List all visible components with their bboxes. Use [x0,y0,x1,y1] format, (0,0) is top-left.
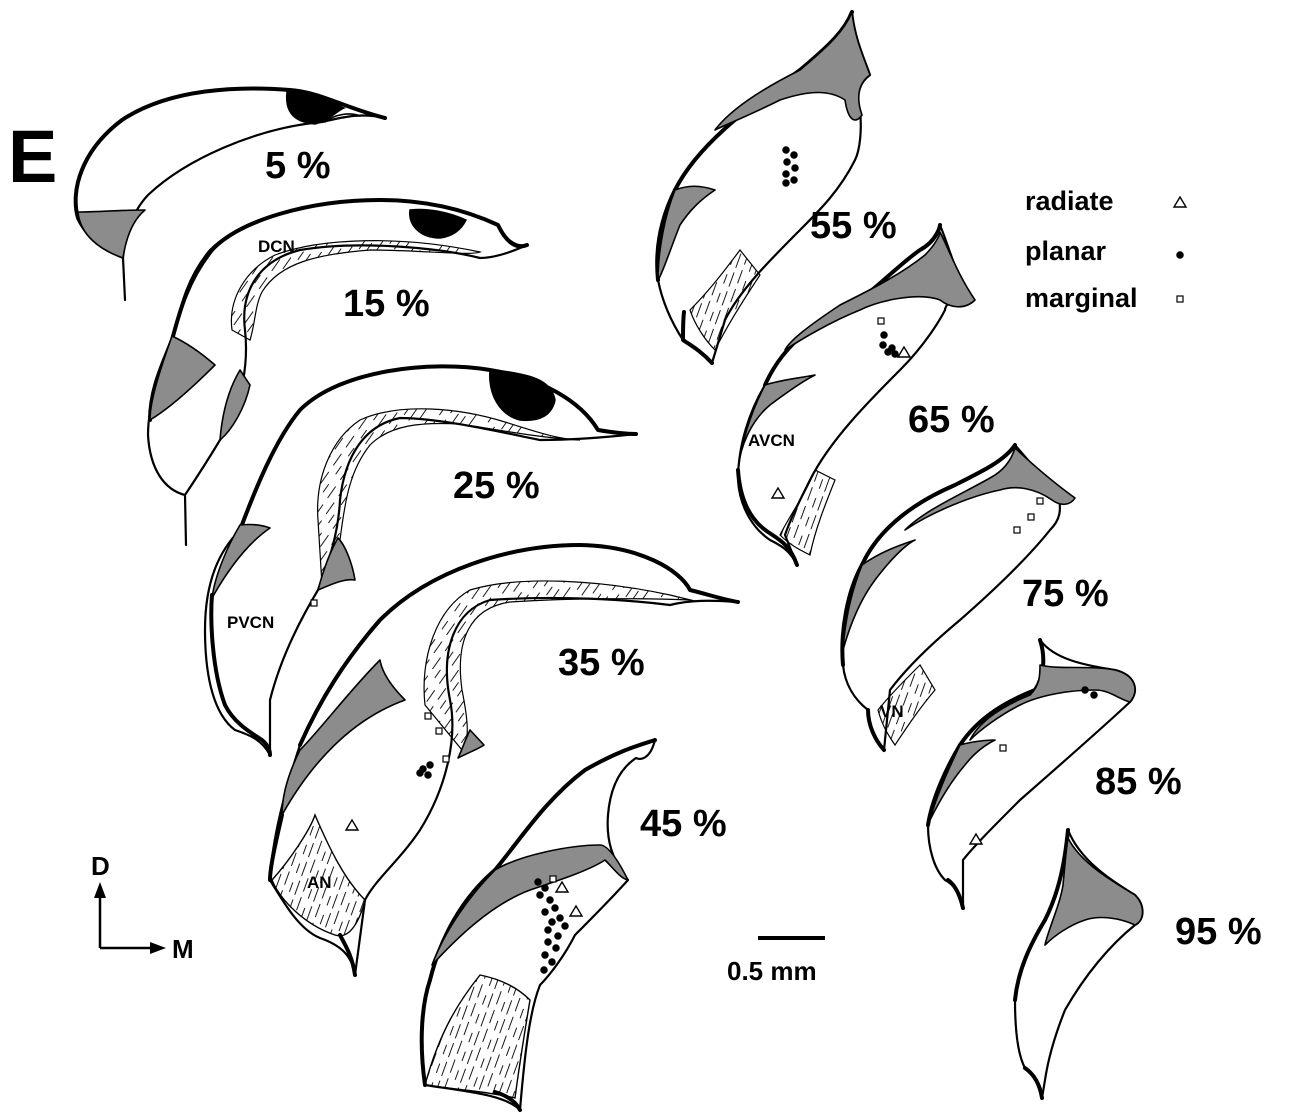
section-label-5: 5 % [265,145,330,187]
section-label-55: 55 % [810,205,897,247]
arrow-up-icon [94,882,106,898]
scale-bar-label: 0.5 mm [727,956,817,986]
section-label-95: 95 % [1175,911,1262,953]
section-label-65: 65 % [908,399,995,441]
region-label-an: AN [307,873,332,892]
legend-label-planar: planar [1025,236,1107,266]
orientation-indicator: D M [91,851,194,964]
region-label-avcn: AVCN [748,431,795,450]
panel-label: E [8,115,57,198]
section-95-percent [1015,830,1143,1098]
scale-bar: 0.5 mm [727,938,825,986]
section-label-15: 15 % [343,283,430,325]
section-label-85: 85 % [1095,761,1182,803]
section-label-45: 45 % [640,803,727,845]
region-label-pvcn: PVCN [227,613,274,632]
legend-triangle-icon [1174,197,1186,207]
legend-label-radiate: radiate [1025,186,1114,216]
section-45-percent [422,740,655,1110]
orientation-dorsal-label: D [91,851,110,881]
legend-square-icon [1177,296,1183,302]
legend: radiate planar marginal [1025,186,1186,313]
region-label-dcn: DCN [258,237,295,256]
region-label-vn: VN [880,702,904,721]
section-label-25: 25 % [453,465,540,507]
arrow-right-icon [150,942,166,954]
orientation-medial-label: M [172,934,194,964]
legend-label-marginal: marginal [1025,283,1138,313]
legend-dot-icon [1177,252,1183,258]
section-label-75: 75 % [1022,573,1109,615]
section-label-35: 35 % [558,642,645,684]
